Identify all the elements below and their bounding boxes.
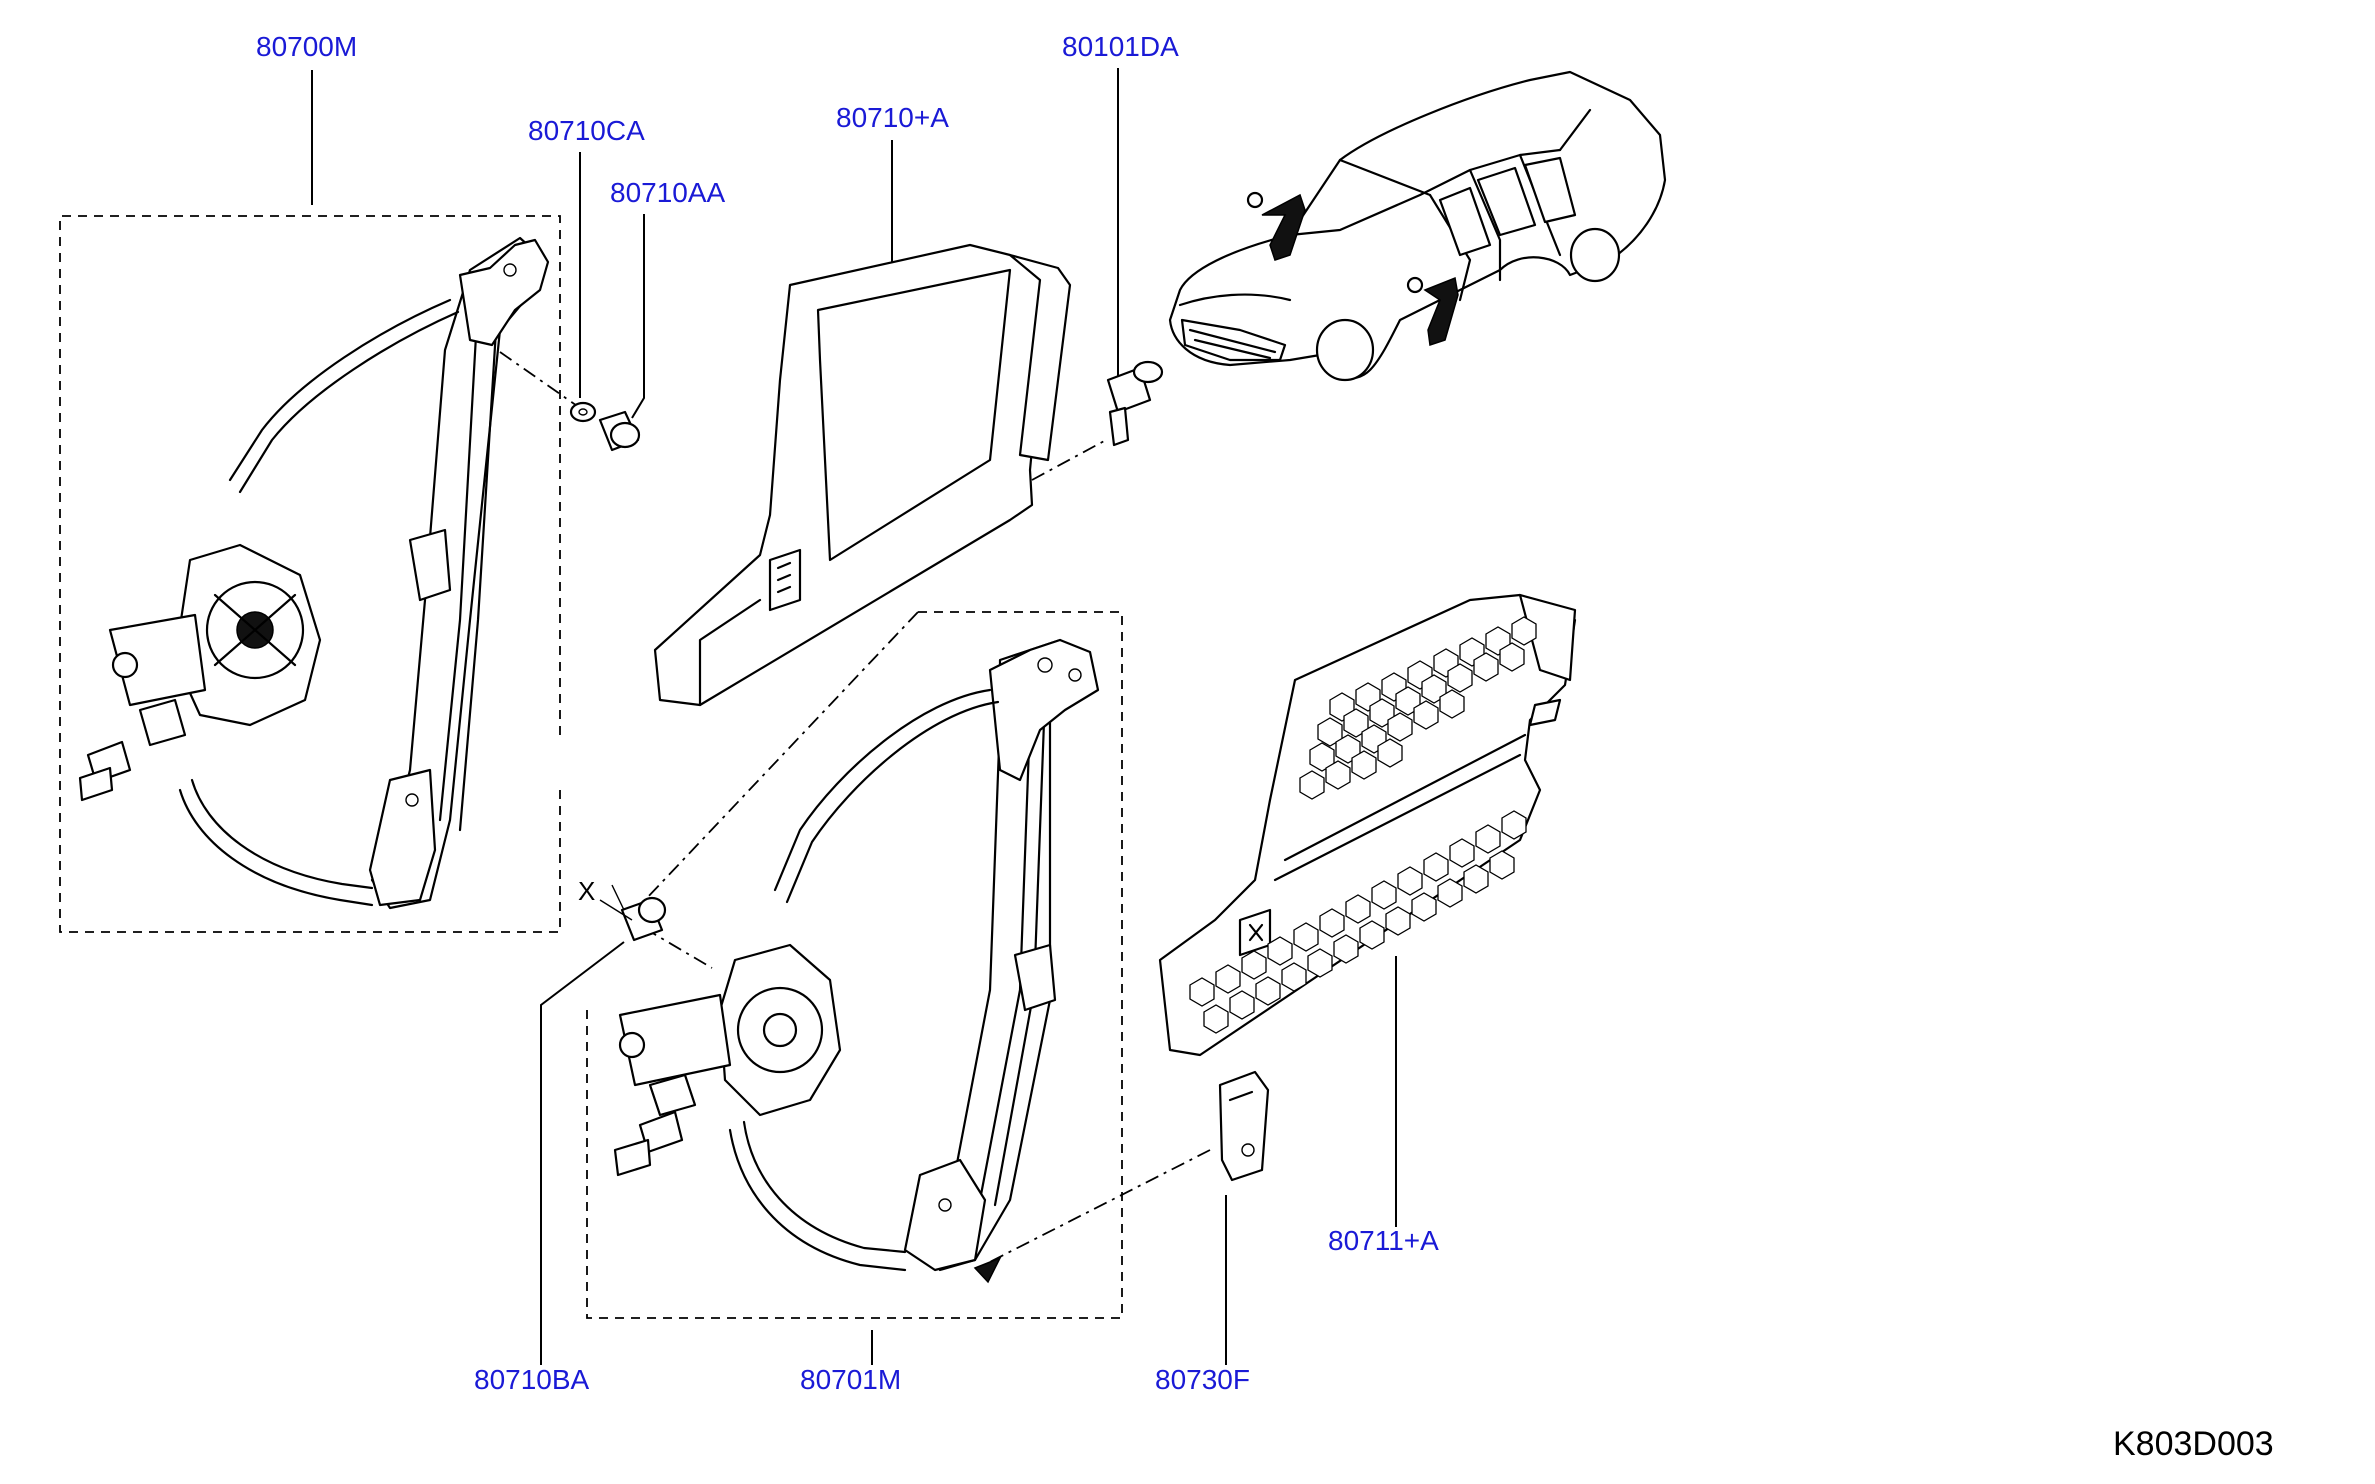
sealing-screen-rear[interactable] bbox=[1158, 593, 1577, 1057]
cap-80730F[interactable] bbox=[1218, 1070, 1270, 1182]
regulator-front-box bbox=[59, 215, 561, 933]
callout-80710-plus-A[interactable]: 80710+A bbox=[836, 102, 949, 133]
callout-80710BA[interactable]: 80710BA bbox=[474, 1364, 590, 1395]
assembly-lines bbox=[499, 351, 1211, 1269]
callout-80710CA[interactable]: 80710CA bbox=[528, 115, 645, 146]
bolt-80710BA[interactable] bbox=[620, 896, 667, 942]
regulator-rear-box bbox=[586, 611, 1123, 1319]
callout-80730F[interactable]: 80730F bbox=[1155, 1364, 1250, 1395]
regulator-front-assembly[interactable] bbox=[78, 236, 550, 910]
dimension-x: X bbox=[578, 876, 633, 921]
figure-code: K803D003 bbox=[2113, 1425, 2274, 1463]
callout-80710AA[interactable]: 80710AA bbox=[610, 177, 726, 208]
regulator-rear-assembly[interactable] bbox=[613, 638, 1100, 1284]
sealing-screen-front[interactable] bbox=[653, 243, 1072, 707]
bolt-80710AA[interactable] bbox=[598, 410, 641, 452]
washer-80710CA[interactable] bbox=[569, 401, 597, 423]
callout-80701M[interactable]: 80701M bbox=[800, 1364, 901, 1395]
clip-80101DA[interactable] bbox=[1106, 360, 1164, 447]
vehicle-outline bbox=[1168, 70, 1667, 382]
callout-80101DA[interactable]: 80101DA bbox=[1062, 31, 1179, 62]
callout-80700M[interactable]: 80700M bbox=[256, 31, 357, 62]
hex-texture bbox=[1189, 616, 1537, 1034]
callout-80711-plus-A[interactable]: 80711+A bbox=[1328, 1225, 1439, 1256]
dimension-x-label: X bbox=[578, 876, 595, 906]
